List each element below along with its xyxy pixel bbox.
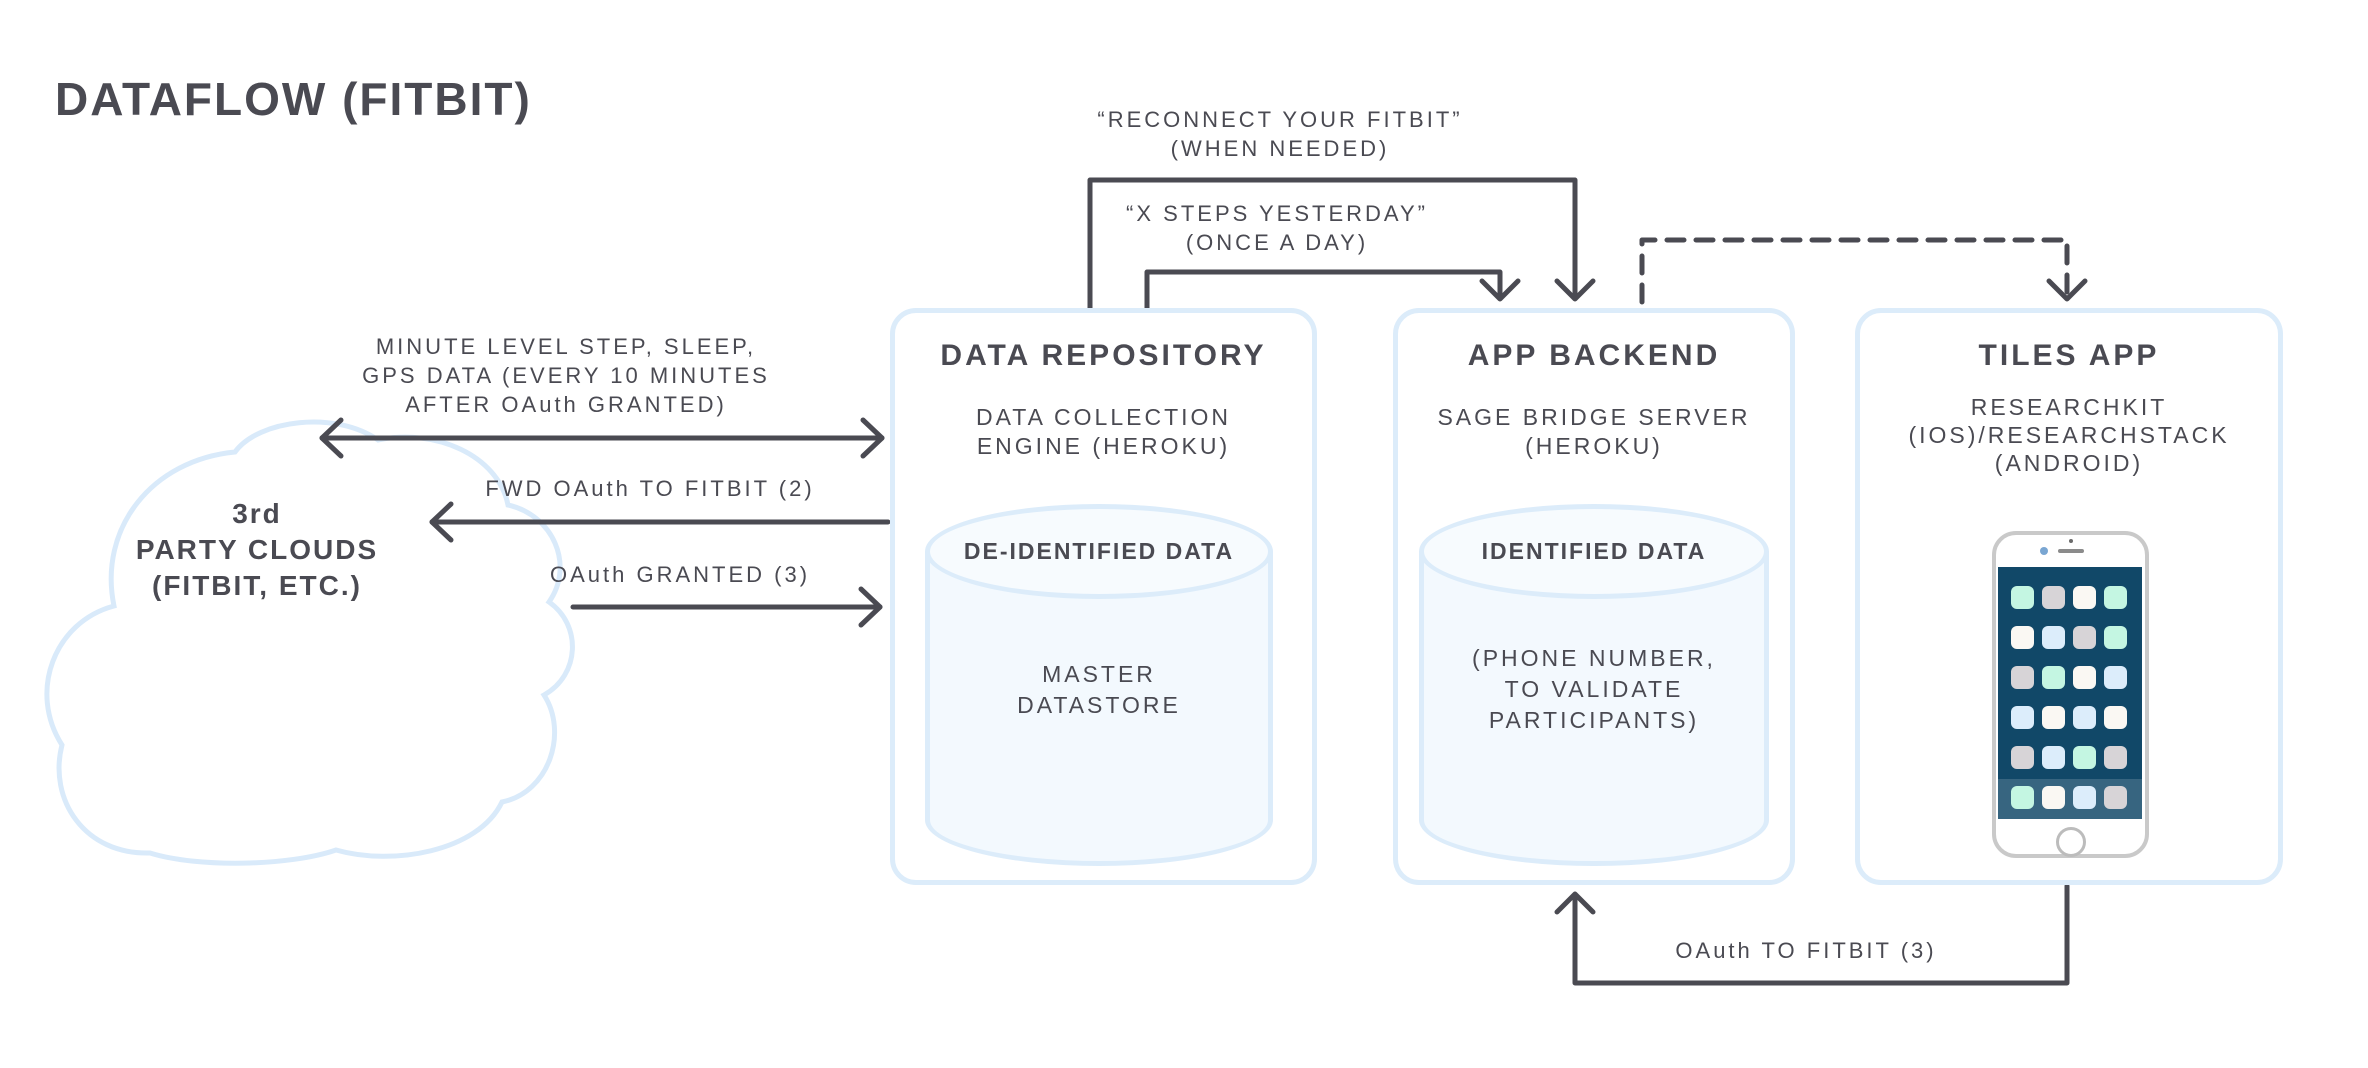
app-backend-subtitle: SAGE BRIDGE SERVER (HEROKU) [1398, 403, 1790, 461]
label-oauth-to-fitbit: OAuth TO FITBIT (3) [1675, 938, 1937, 963]
app-icon [2104, 666, 2127, 689]
app-icon [2042, 786, 2065, 809]
deidentified-data-label: DE-IDENTIFIED DATA [963, 538, 1235, 564]
phone-camera-icon [2040, 547, 2048, 555]
reconnect-line1: “RECONNECT YOUR FITBIT” [1097, 107, 1463, 132]
identified-cylinder-top: IDENTIFIED DATA [1419, 504, 1769, 599]
arrow-minute-level-data [319, 417, 885, 459]
phone-number-line3: PARTICIPANTS) [1488, 707, 1700, 733]
node-tiles-app: TILES APP RESEARCHKIT (IOS)/RESEARCHSTAC… [1855, 308, 2283, 885]
app-icon [2104, 746, 2127, 769]
label-fwd-oauth: FWD OAuth TO FITBIT (2) [485, 476, 815, 501]
app-icon [2011, 786, 2034, 809]
page-title: DATAFLOW (FITBIT) [55, 73, 532, 125]
app-backend-title: APP BACKEND [1467, 339, 1721, 372]
app-icon [2011, 626, 2034, 649]
app-icon [2073, 666, 2096, 689]
tiles-app-subtitle-line2: (IOS)/RESEARCHSTACK [1908, 422, 2230, 448]
arrow-oauth-granted [570, 586, 883, 628]
reconnect-line2: (WHEN NEEDED) [1170, 136, 1390, 161]
phone-speaker-icon [2058, 549, 2084, 553]
phone-number-line2: TO VALIDATE [1504, 676, 1684, 702]
master-datastore-line1: MASTER [1042, 661, 1156, 687]
app-icon [2042, 626, 2065, 649]
app-icon [2042, 666, 2065, 689]
app-icon [2104, 626, 2127, 649]
app-icon [2104, 586, 2127, 609]
phone-illustration [1992, 531, 2149, 858]
app-backend-subtitle-line2: (HEROKU) [1525, 433, 1663, 459]
app-icon [2011, 666, 2034, 689]
minute-level-line1: MINUTE LEVEL STEP, SLEEP, [375, 334, 757, 359]
minute-level-line2: GPS DATA (EVERY 10 MINUTES [362, 363, 770, 388]
tiles-app-title: TILES APP [1978, 339, 2160, 372]
cloud-label-line1: 3rd [232, 498, 282, 529]
tiles-app-subtitle: RESEARCHKIT (IOS)/RESEARCHSTACK (ANDROID… [1860, 393, 2278, 477]
tiles-app-subtitle-line1: RESEARCHKIT [1970, 394, 2168, 420]
app-icon [2073, 586, 2096, 609]
arrow-steps-yesterday [1144, 269, 1521, 313]
node-app-backend: APP BACKEND SAGE BRIDGE SERVER (HEROKU) … [1393, 308, 1795, 885]
node-data-repository: DATA REPOSITORY DATA COLLECTION ENGINE (… [890, 308, 1317, 885]
data-repository-subtitle: DATA COLLECTION ENGINE (HEROKU) [895, 403, 1312, 461]
data-repository-subtitle-line2: ENGINE (HEROKU) [976, 433, 1231, 459]
app-icon [2042, 746, 2065, 769]
app-icon [2104, 786, 2127, 809]
deidentified-cylinder-top: DE-IDENTIFIED DATA [925, 504, 1273, 599]
phone-number-line1: (PHONE NUMBER, [1472, 645, 1716, 671]
deidentified-cylinder-body: MASTER DATASTORE [925, 551, 1273, 866]
app-icon [2073, 786, 2096, 809]
tiles-app-subtitle-line3: (ANDROID) [1994, 450, 2144, 476]
label-reconnect: “RECONNECT YOUR FITBIT” (WHEN NEEDED) [1097, 105, 1462, 163]
label-minute-level-data: MINUTE LEVEL STEP, SLEEP, GPS DATA (EVER… [362, 332, 770, 419]
app-icon [2042, 706, 2065, 729]
app-icon [2073, 746, 2096, 769]
app-icon [2011, 586, 2034, 609]
app-icon [2073, 626, 2096, 649]
arrow-backend-to-tiles-dashed [1639, 237, 2088, 305]
app-icon [2073, 706, 2096, 729]
label-oauth-granted: OAuth GRANTED (3) [549, 562, 811, 587]
app-icon [2104, 706, 2127, 729]
arrow-oauth-to-fitbit [1554, 883, 2070, 986]
cloud-label-line3: (FITBIT, ETC.) [152, 570, 362, 601]
minute-level-line3: AFTER OAuth GRANTED) [405, 392, 727, 417]
app-backend-subtitle-line1: SAGE BRIDGE SERVER [1437, 404, 1751, 430]
phone-app-icon-grid [2011, 586, 2127, 809]
master-datastore-label: MASTER DATASTORE [930, 659, 1268, 721]
app-icon [2042, 586, 2065, 609]
steps-line2: (ONCE A DAY) [1185, 230, 1369, 255]
label-steps-yesterday: “X STEPS YESTERDAY” (ONCE A DAY) [1126, 199, 1428, 257]
third-party-cloud-label: 3rd PARTY CLOUDS (FITBIT, ETC.) [136, 496, 378, 604]
steps-line1: “X STEPS YESTERDAY” [1126, 201, 1428, 226]
phone-number-label: (PHONE NUMBER, TO VALIDATE PARTICIPANTS) [1424, 643, 1764, 736]
cloud-label-line2: PARTY CLOUDS [135, 534, 379, 565]
arrow-fwd-oauth [429, 501, 891, 543]
data-repository-subtitle-line1: DATA COLLECTION [975, 404, 1232, 430]
master-datastore-line2: DATASTORE [1017, 692, 1181, 718]
data-repository-title: DATA REPOSITORY [940, 339, 1267, 372]
identified-cylinder-body: (PHONE NUMBER, TO VALIDATE PARTICIPANTS) [1419, 551, 1769, 866]
app-icon [2011, 706, 2034, 729]
phone-home-button [2056, 827, 2086, 857]
identified-data-label: IDENTIFIED DATA [1481, 538, 1707, 564]
app-icon [2011, 746, 2034, 769]
phone-screen [1998, 567, 2142, 819]
phone-mic-dot [2069, 539, 2073, 543]
